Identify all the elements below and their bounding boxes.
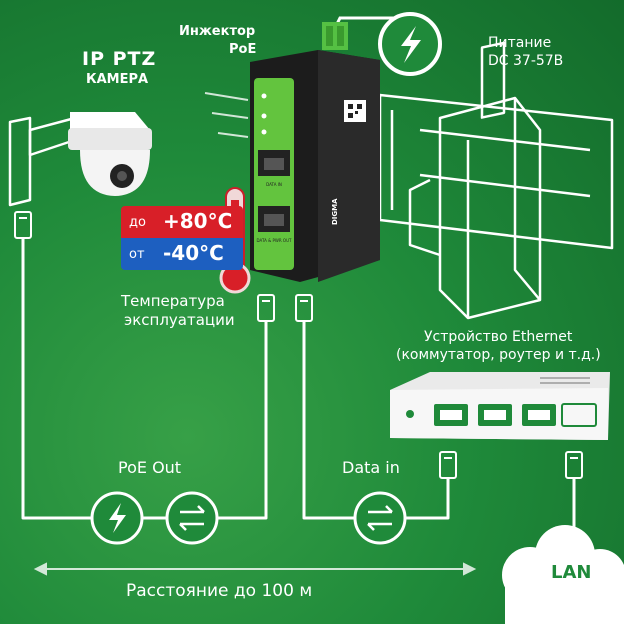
decor-lines xyxy=(204,92,249,138)
device-port1-label: DATA IN xyxy=(266,182,282,187)
lan-cloud-icon xyxy=(502,525,624,624)
camera-outline xyxy=(8,116,77,207)
injector-label-line1: Инжектор xyxy=(179,24,256,39)
data-circle-icon-in xyxy=(353,491,407,545)
power-circle-icon xyxy=(90,491,144,545)
temp-max-value: +80°C xyxy=(163,209,233,233)
ptz-camera-icon xyxy=(68,112,152,196)
injector-label-line2: PoE xyxy=(229,42,257,57)
temp-min-value: -40°C xyxy=(163,241,224,265)
data-circle-icon-out xyxy=(165,491,219,545)
rj45-connector-out xyxy=(257,294,275,322)
device-brand: DIGMA xyxy=(331,198,339,225)
ethernet-label-line2: (коммутатор, роутер и т.д.) xyxy=(396,347,601,363)
distance-label: Расстояние до 100 м xyxy=(126,581,313,601)
rj45-connector-camera xyxy=(14,211,32,239)
din-rail xyxy=(378,93,614,250)
temp-max-prefix: до xyxy=(129,215,146,230)
poe-injector-device xyxy=(250,22,380,282)
distance-arrow xyxy=(33,562,477,576)
data-in-label: Data in xyxy=(342,458,400,477)
temp-min-prefix: от xyxy=(129,247,145,262)
temperature-range-box: до +80°C от -40°C xyxy=(121,206,243,270)
power-icon xyxy=(378,12,442,76)
camera-label-line1: IP PTZ xyxy=(82,48,157,70)
temp-min-band: от -40°C xyxy=(121,238,243,270)
temp-max-band: до +80°C xyxy=(121,206,243,238)
poe-out-label: PoE Out xyxy=(118,458,182,477)
rj45-connector-switch xyxy=(439,451,457,479)
rj45-connector-in xyxy=(295,294,313,322)
temperature-label-line2: эксплуатации xyxy=(124,311,235,329)
lan-label: LAN xyxy=(551,562,592,583)
power-supply-outline xyxy=(408,41,542,320)
power-label-line1: Питание xyxy=(488,35,552,51)
ethernet-label-line1: Устройство Ethernet xyxy=(424,329,573,345)
ethernet-switch-icon xyxy=(390,372,610,440)
temperature-label-line1: Температура xyxy=(121,292,225,310)
device-port2-label: DATA & PWR OUT xyxy=(257,238,292,243)
power-label-line2: DC 37-57В xyxy=(488,53,564,69)
rj45-connector-lan xyxy=(565,451,583,479)
camera-label-line2: КАМЕРА xyxy=(86,72,149,87)
